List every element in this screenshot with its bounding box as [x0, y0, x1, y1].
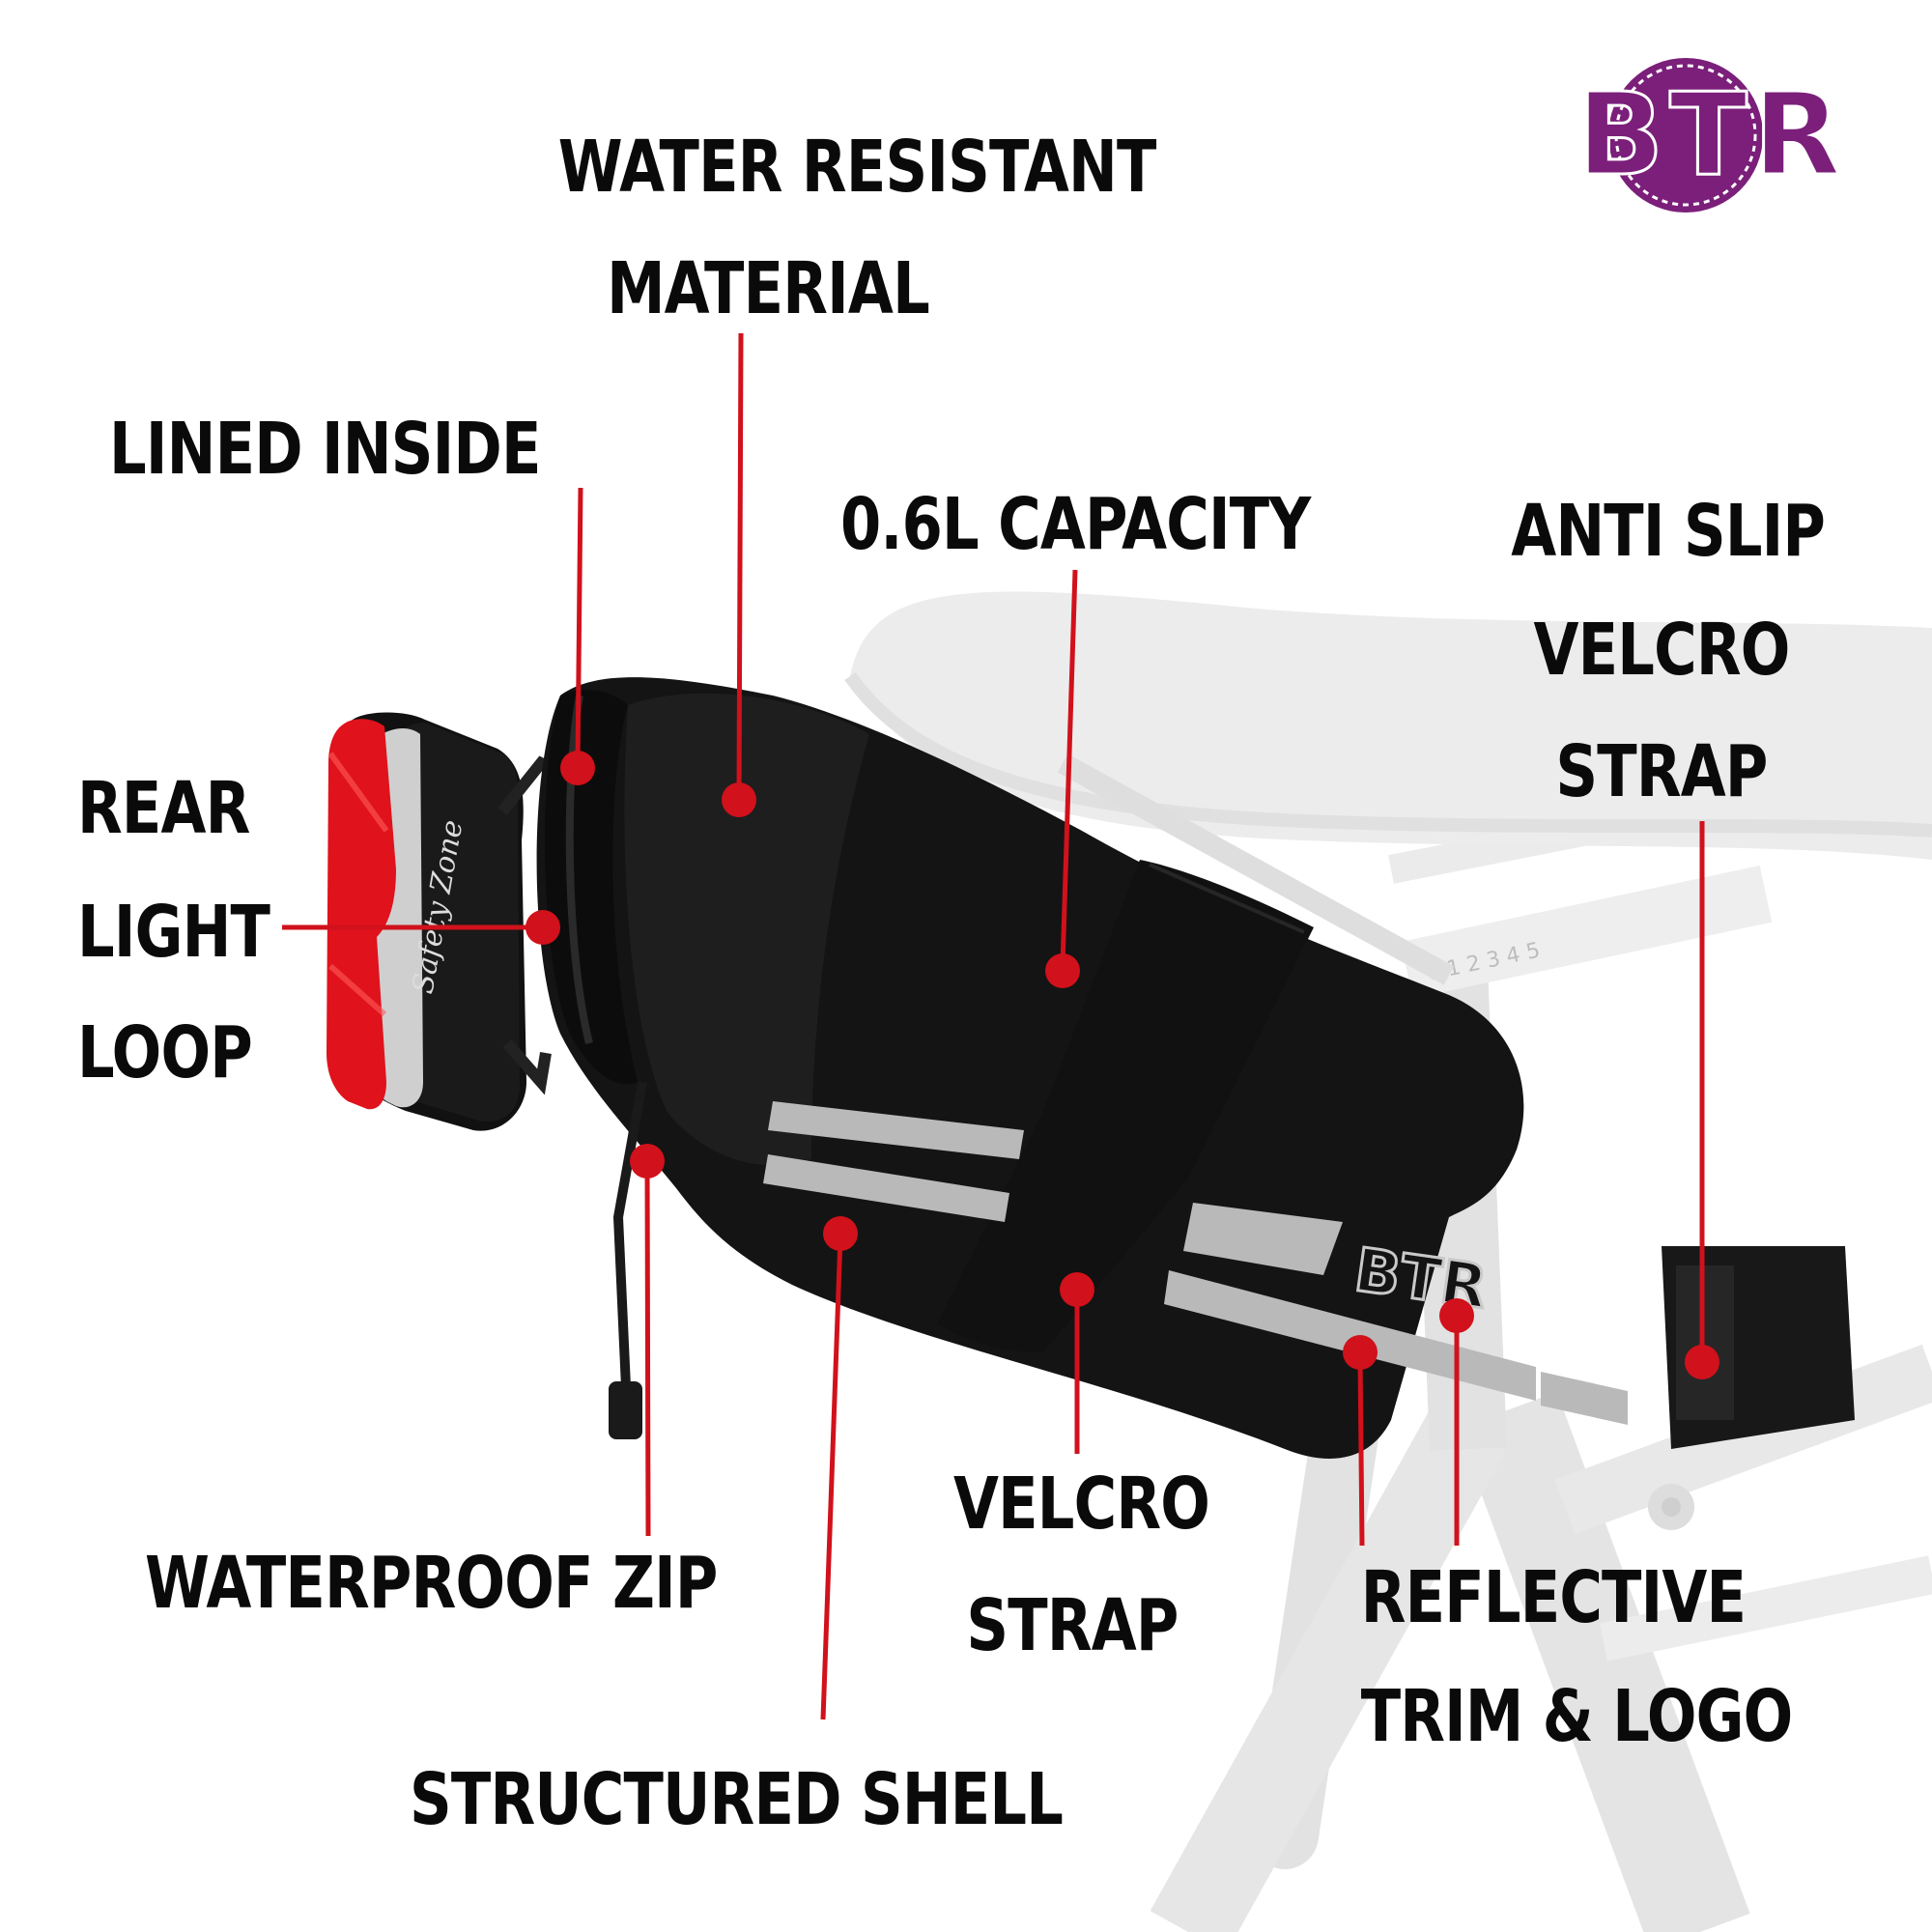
callout-line-lined-inside	[575, 487, 583, 764]
callout-line-reflective-trim	[1357, 1356, 1365, 1547]
label-anti-slip-line2: VELCRO	[1533, 609, 1790, 692]
callout-line-structured-shell	[820, 1236, 843, 1720]
label-reflective-line2: TRIM & LOGO	[1360, 1675, 1794, 1758]
label-rear-light-loop-line3: LOOP	[77, 1011, 253, 1094]
seatpost-scale	[1401, 865, 1773, 999]
label-capacity: 0.6L CAPACITY	[840, 483, 1311, 566]
callout-lines	[282, 332, 1719, 1720]
callout-dot-reflective-logo	[1439, 1298, 1474, 1333]
callout-dot-waterproof-zip	[630, 1144, 665, 1179]
label-rear-light-loop-line2: LIGHT	[77, 891, 270, 974]
label-velcro-strap-line1: VELCRO	[953, 1463, 1210, 1546]
callout-dot-lined-inside	[560, 751, 595, 785]
label-anti-slip-line3: STRAP	[1555, 730, 1768, 813]
label-structured-shell: STRUCTURED SHELL	[410, 1758, 1064, 1841]
label-rear-light-loop-line1: REAR	[77, 767, 250, 850]
saddle-bag: BTR	[536, 677, 1855, 1459]
label-waterproof-zip: WATERPROOF ZIP	[145, 1542, 718, 1625]
callout-dot-structured-shell	[823, 1216, 858, 1251]
brand-logo: BTR	[1576, 58, 1846, 213]
callout-line-water-resistant	[736, 332, 744, 798]
callout-dot-rear-light-loop	[526, 910, 560, 945]
label-water-resistant-line1: WATER RESISTANT	[557, 126, 1157, 209]
label-lined-inside: LINED INSIDE	[109, 408, 541, 491]
callout-line-waterproof-zip	[644, 1163, 651, 1537]
callout-dot-anti-slip	[1685, 1345, 1719, 1379]
callout-line-capacity	[1060, 569, 1078, 967]
callout-dot-water-resistant	[722, 782, 756, 817]
rear-light: Safety Zone	[327, 712, 563, 1131]
label-velcro-strap-line2: STRAP	[966, 1584, 1179, 1667]
callout-dot-reflective-trim	[1343, 1335, 1378, 1370]
label-anti-slip-line1: ANTI SLIP	[1511, 490, 1826, 573]
label-reflective-line1: REFLECTIVE	[1360, 1556, 1747, 1639]
label-water-resistant-line2: MATERIAL	[607, 247, 930, 330]
brand-logo-text: BTR	[1577, 68, 1846, 201]
callout-dot-velcro-strap	[1060, 1272, 1094, 1307]
callout-dot-capacity	[1045, 953, 1080, 988]
